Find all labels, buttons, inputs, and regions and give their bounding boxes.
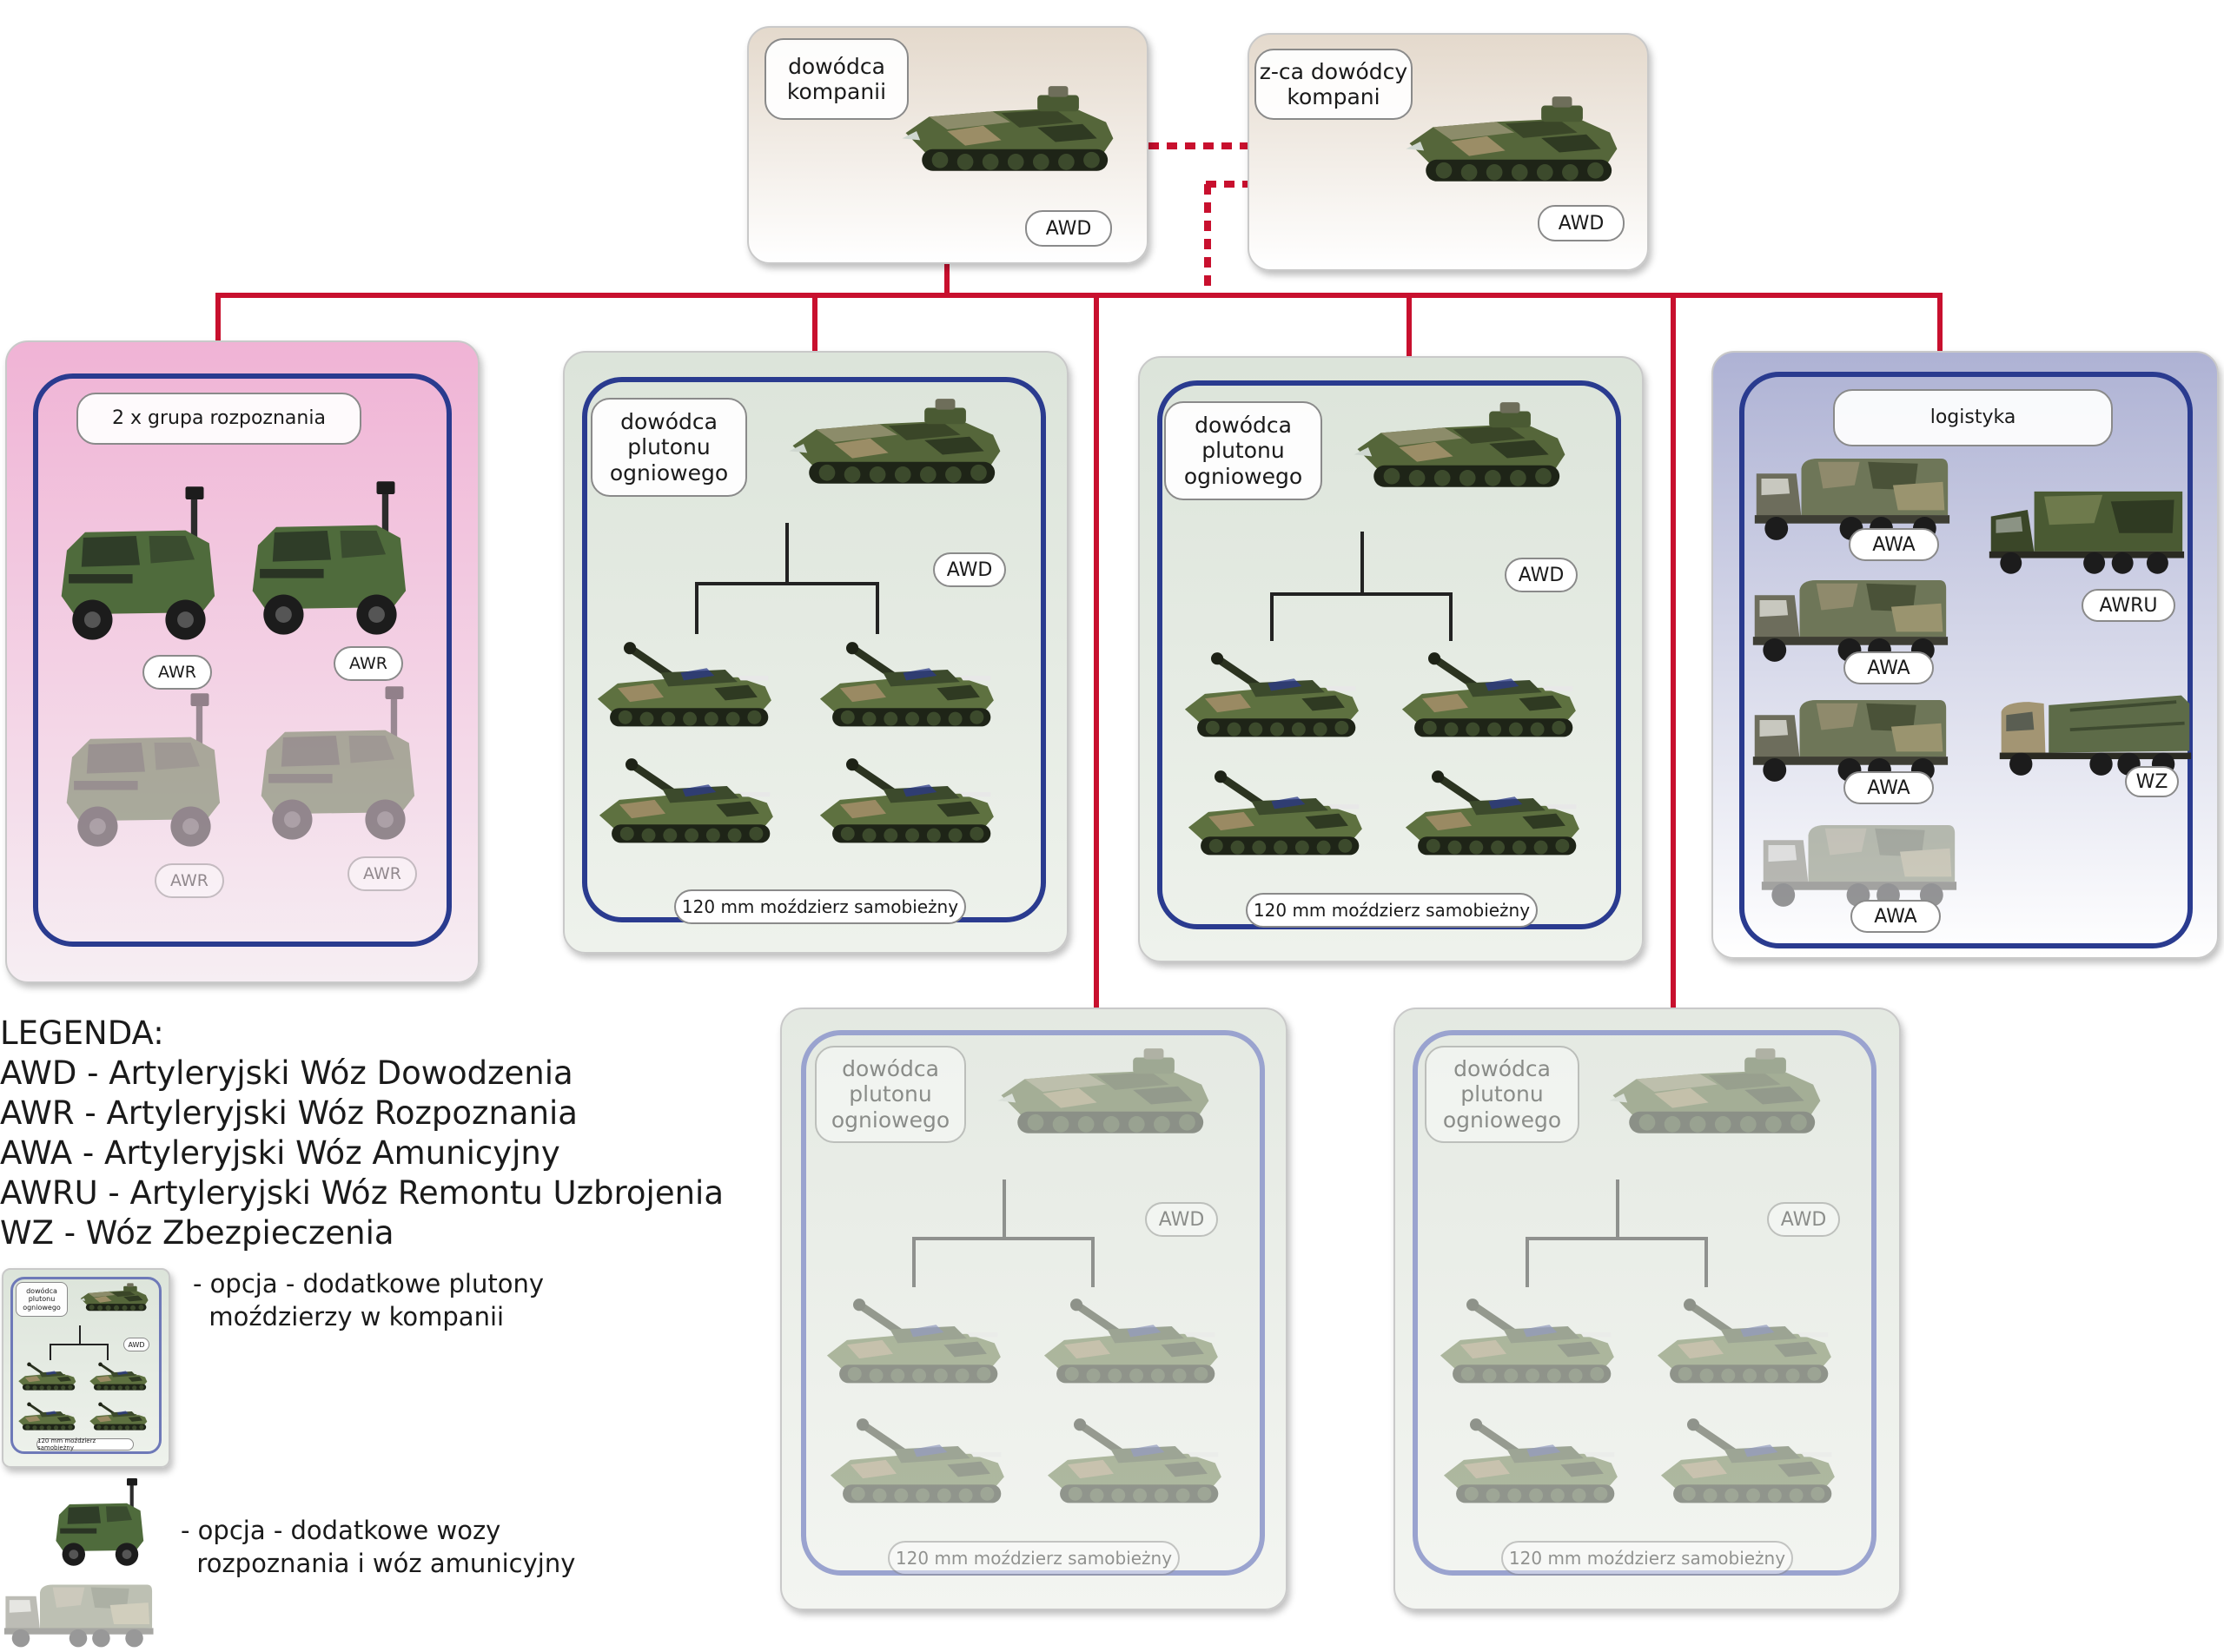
- platoon-4-mortar-4-icon: [1647, 1409, 1847, 1510]
- platoon-2-awd-tag: AWD: [1505, 558, 1578, 592]
- platoon-2-mortar-2-icon: [1388, 643, 1588, 743]
- legend-option-platoons: - opcja - dodatkowe plutony moździerzy w…: [193, 1269, 544, 1332]
- legend-thumb-mortar-3-icon: [14, 1398, 80, 1433]
- commander-card: dowódca kompanii AWD: [747, 26, 1148, 264]
- platoon-2-card: dowódca plutonu ogniowego AWD 120 mm moź…: [1138, 356, 1644, 962]
- recon-vehicle-3-icon: [54, 693, 236, 867]
- platoon-3-mortar-1-icon: [813, 1289, 1013, 1390]
- platoon-2-mortar-3-icon: [1175, 761, 1374, 862]
- legend-item-wz: WZ - Wóz Zbezpieczenia: [0, 1214, 394, 1252]
- platoon-3-tree: [912, 1180, 1095, 1287]
- platoon-3-awd-tag: AWD: [1145, 1202, 1218, 1237]
- deputy-title: z-ca dowódcy kompani: [1254, 49, 1413, 120]
- recon-vehicle-4-icon: [248, 686, 431, 860]
- legend-thumb-frame: [10, 1277, 162, 1454]
- platoon-2-tree: [1270, 532, 1453, 641]
- platoon-1-awd-tag: AWD: [933, 552, 1006, 587]
- legend-thumb-mortar-1-icon: [14, 1358, 80, 1393]
- legend-thumb-tree: [50, 1325, 109, 1360]
- legend-platoon-thumb: dowódca plutonu ogniowego AWD 120 mm moź…: [2, 1268, 170, 1468]
- platoon-2-mortar-4-icon: [1392, 761, 1592, 862]
- recon-frame: [33, 373, 452, 947]
- legend-thumb-awd-tag: AWD: [123, 1338, 149, 1351]
- platoon-4-card: dowódca plutonu ogniowego AWD 120 mm moź…: [1393, 1008, 1901, 1610]
- recon-awr-tag-2: AWR: [334, 646, 403, 681]
- platoon-2-mortar-1-icon: [1171, 643, 1371, 743]
- platoon-4-caption: 120 mm moździerz samobieżny: [1501, 1541, 1793, 1576]
- legend-option-vehicles: - opcja - dodatkowe wozy rozpoznania i w…: [181, 1516, 576, 1578]
- recon-awr-tag-1: AWR: [142, 655, 212, 690]
- platoon-3-caption: 120 mm moździerz samobieżny: [888, 1541, 1180, 1576]
- platoon-2-leader-title: dowódca plutonu ogniowego: [1164, 401, 1322, 500]
- platoon-1-tree: [695, 523, 879, 634]
- platoon-3-card: dowódca plutonu ogniowego AWD 120 mm moź…: [780, 1008, 1287, 1610]
- platoon-4-mortar-2-icon: [1644, 1289, 1843, 1390]
- recon-awr-tag-3: AWR: [155, 863, 224, 898]
- commander-title: dowódca kompanii: [764, 38, 909, 120]
- platoon-3-mortar-2-icon: [1030, 1289, 1230, 1390]
- platoon-3-mortar-3-icon: [817, 1409, 1016, 1510]
- platoon-1-card: dowódca plutonu ogniowego AWD 120 mm moź…: [563, 351, 1069, 954]
- platoon-4-awd-tag: AWD: [1767, 1202, 1840, 1237]
- legend-item-awr: AWR - Artyleryjski Wóz Rozpoznania: [0, 1094, 578, 1132]
- platoon-1-mortar-2-icon: [806, 632, 1006, 733]
- logistics-card: logistyka AWA AWRU AWA AWA WZ AWA: [1711, 351, 2219, 959]
- logistics-awa-tag-1: AWA: [1849, 528, 1939, 561]
- recon-vehicle-2-icon: [240, 481, 422, 655]
- legend-item-awru: AWRU - Artyleryjski Wóz Remontu Uzbrojen…: [0, 1174, 725, 1212]
- legend-jeep-icon: [49, 1478, 153, 1577]
- platoon-4-leader-title: dowódca plutonu ogniowego: [1425, 1046, 1579, 1143]
- platoon-3-leader-title: dowódca plutonu ogniowego: [815, 1046, 966, 1143]
- platoon-1-leader-title: dowódca plutonu ogniowego: [591, 398, 747, 497]
- legend-thumb-caption: 120 mm moździerz samobieżny: [36, 1437, 134, 1451]
- platoon-3-frame: [801, 1030, 1265, 1576]
- legend-item-awd: AWD - Artyleryjski Wóz Dowodzenia: [0, 1054, 573, 1092]
- deputy-card: z-ca dowódcy kompani AWD: [1248, 33, 1649, 271]
- legend-thumb-leader: dowódca plutonu ogniowego: [16, 1282, 68, 1317]
- platoon-3-content: dowódca plutonu ogniowego AWD 120 mm moź…: [782, 1009, 1286, 1609]
- platoon-3-mortar-4-icon: [1034, 1409, 1234, 1510]
- logistics-title: logistyka: [1833, 389, 2113, 446]
- logistics-awru-icon: [1986, 483, 2186, 575]
- commander-awd-tag: AWD: [1025, 210, 1112, 247]
- recon-title: 2 x grupa rozpoznania: [76, 393, 361, 445]
- legend-heading: LEGENDA:: [0, 1014, 164, 1052]
- logistics-awa-4-icon: [1758, 818, 1958, 910]
- commander-apc-icon: [893, 78, 1128, 182]
- logistics-awru-tag: AWRU: [2082, 589, 2175, 622]
- recon-vehicle-1-icon: [49, 486, 231, 660]
- platoon-1-caption: 120 mm moździerz samobieżny: [674, 889, 966, 924]
- platoon-1-mortar-1-icon: [584, 632, 784, 733]
- platoon-4-content: dowódca plutonu ogniowego AWD 120 mm moź…: [1395, 1009, 1899, 1609]
- platoon-2-caption: 120 mm moździerz samobieżny: [1246, 893, 1538, 928]
- deputy-apc-icon: [1397, 89, 1632, 193]
- logistics-awa-tag-3: AWA: [1843, 771, 1934, 804]
- platoon-4-tree: [1526, 1180, 1708, 1287]
- logistics-wz-tag: WZ: [2125, 766, 2179, 797]
- deputy-awd-tag: AWD: [1538, 205, 1625, 241]
- logistics-awa-tag-4: AWA: [1850, 900, 1941, 933]
- recon-awr-tag-4: AWR: [348, 856, 417, 891]
- legend-thumb-mortar-4-icon: [85, 1398, 151, 1433]
- recon-card: 2 x grupa rozpoznania AWR AWR AWR AWR: [5, 340, 480, 983]
- platoon-4-mortar-3-icon: [1430, 1409, 1630, 1510]
- legend-item-awa: AWA - Artyleryjski Wóz Amunicyjny: [0, 1134, 560, 1172]
- legend-truck-icon: [2, 1579, 155, 1650]
- platoon-4-frame: [1413, 1030, 1876, 1576]
- legend-thumb-mortar-2-icon: [85, 1358, 151, 1393]
- platoon-1-mortar-3-icon: [586, 749, 785, 849]
- logistics-awa-tag-2: AWA: [1843, 651, 1934, 684]
- platoon-4-mortar-1-icon: [1426, 1289, 1626, 1390]
- logistics-frame: [1739, 372, 2193, 948]
- platoon-1-mortar-4-icon: [806, 749, 1006, 849]
- logistics-wz-icon: [1996, 686, 2193, 778]
